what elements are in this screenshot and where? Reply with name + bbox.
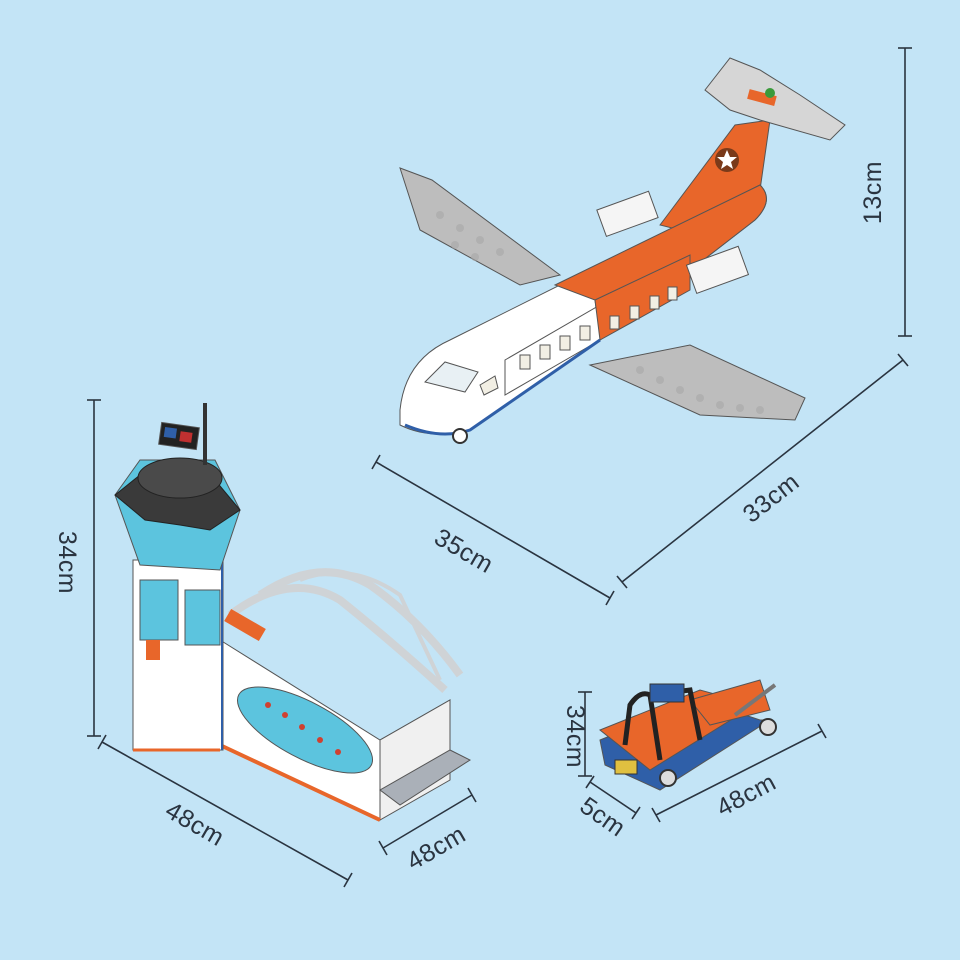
airplane-illustration xyxy=(399,57,846,444)
tow-vehicle-illustration xyxy=(599,679,777,791)
tower-height-label: 34cm xyxy=(53,530,82,595)
airplane-height-label: 13cm xyxy=(859,160,888,225)
dimension-lines xyxy=(87,47,912,888)
tow-height-label: 34cm xyxy=(561,704,590,769)
control-tower-illustration xyxy=(114,403,472,822)
